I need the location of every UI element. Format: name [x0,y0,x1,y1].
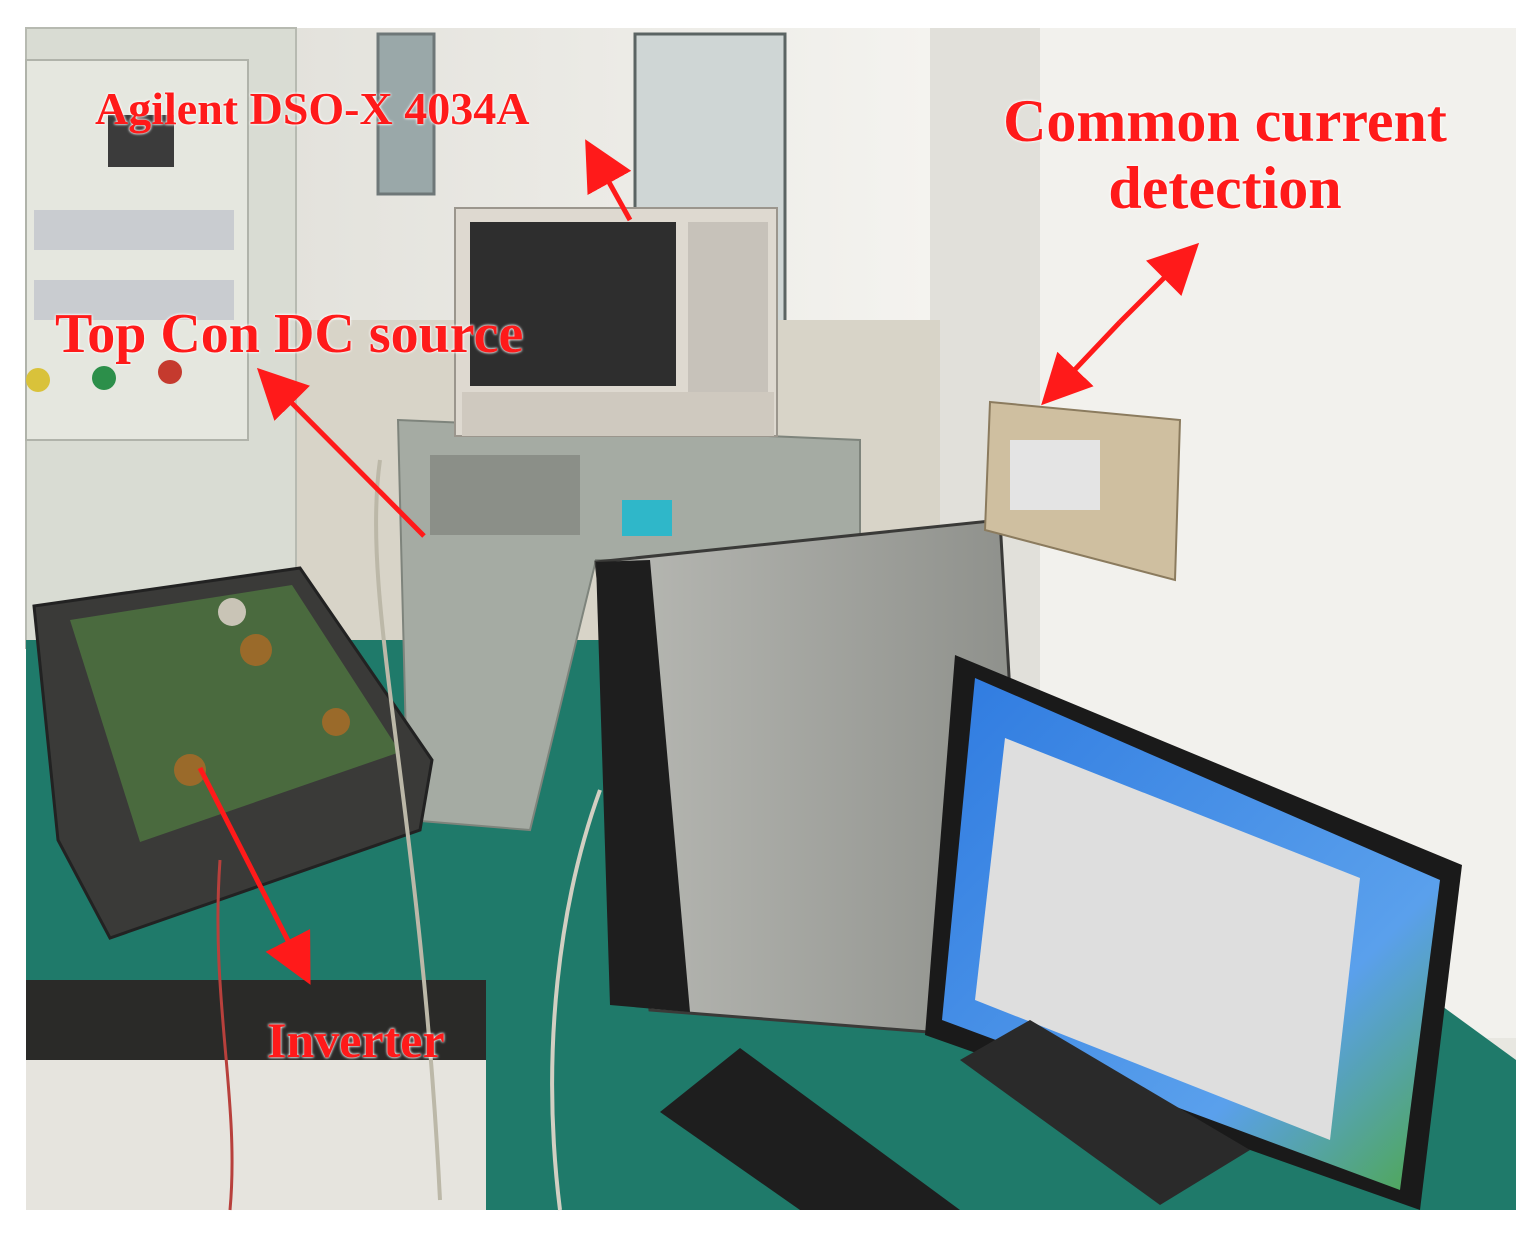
detection-module [1010,440,1100,510]
indicator-green [92,366,116,390]
label-oscilloscope: Agilent DSO-X 4034A [95,83,530,134]
oscilloscope-screen [470,222,676,386]
indicator-yellow [26,368,50,392]
label-common-current-detection: Common current detection [960,88,1490,222]
label-inverter: Inverter [267,1012,445,1068]
capacitor-4 [322,708,350,736]
label-detection-line-2: detection [1108,155,1342,222]
window-left [376,32,436,196]
panel-meter [108,115,174,167]
pc-tower-front [596,560,690,1012]
breaker-row-1 [34,210,234,250]
oscilloscope-base [462,392,774,436]
arrow-detection-up [1118,242,1200,324]
label-dc-source: Top Con DC source [55,303,524,365]
capacitor-3 [174,754,206,786]
cable-2 [550,789,602,1211]
capacitor-1 [218,598,246,626]
arrow-oscilloscope [585,139,633,222]
arrow-detection-down [1041,320,1122,406]
cable-1 [373,459,442,1201]
keyboard [660,1048,960,1210]
cable-3 [216,859,234,1211]
dc-source-front [430,455,580,535]
arrow-inverter [197,766,311,985]
inverter-board [70,585,400,842]
capacitor-2 [240,634,272,666]
indicator-red [158,360,182,384]
label-detection-line-1: Common current [1003,88,1447,154]
arrow-dc-source [256,367,426,538]
monitor-app-window [975,738,1360,1140]
dc-source-label [622,500,672,536]
oscilloscope-controls [688,222,768,392]
monitor-stand [960,1020,1250,1205]
breaker-row-2 [34,280,234,320]
bench-leg-area [26,1060,486,1210]
